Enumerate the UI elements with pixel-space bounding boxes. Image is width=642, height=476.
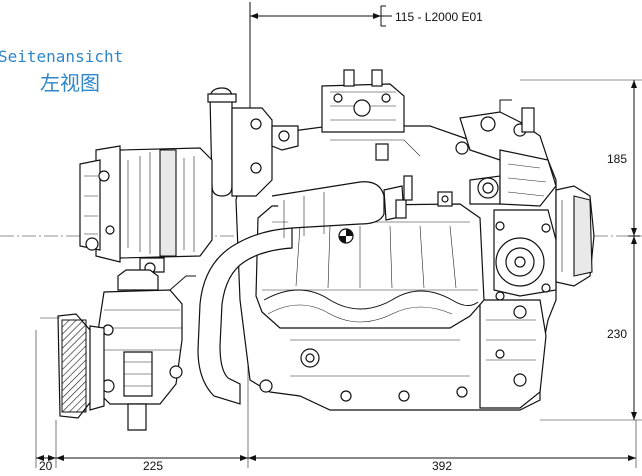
reference-label: 115 - L2000 E01 [395, 10, 483, 24]
engine-illustration [40, 69, 595, 431]
title-german: Seitenansicht [0, 47, 123, 66]
dimension-225: 225 [143, 459, 163, 473]
dimension-230: 230 [607, 327, 627, 341]
dimension-392: 392 [432, 459, 452, 473]
bottom-dimensions: 20 225 392 [35, 300, 637, 473]
dimension-185: 185 [607, 152, 627, 166]
title-chinese: 左视图 [40, 71, 100, 95]
right-dimensions: 185 230 [520, 79, 642, 421]
dimension-20: 20 [39, 459, 53, 473]
reference-callout: 115 - L2000 E01 [380, 5, 483, 27]
